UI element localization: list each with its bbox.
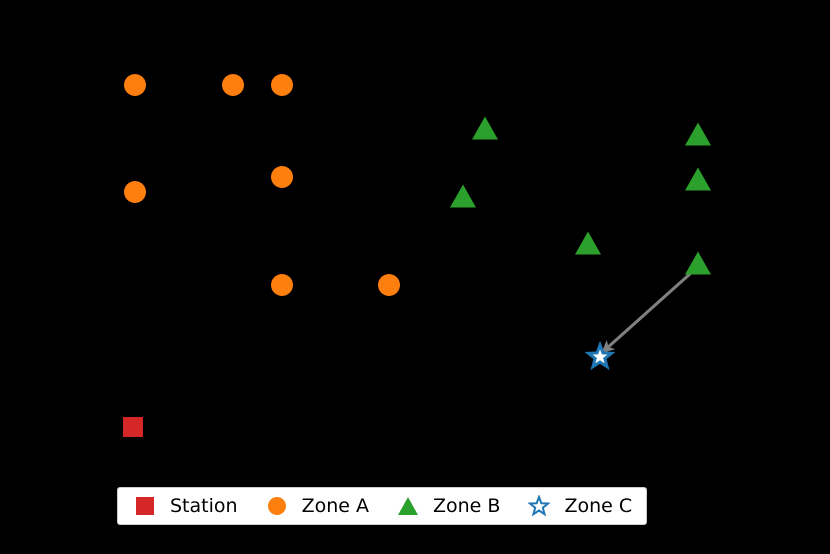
zone-b-marker <box>685 167 711 191</box>
legend-entry-zone-b[interactable]: Zone B <box>395 495 500 517</box>
star-marker-icon <box>526 495 552 517</box>
legend-box: Station Zone A Zone B Zone C <box>117 487 648 525</box>
zone-a-marker <box>271 74 293 96</box>
legend-label: Zone C <box>564 494 633 517</box>
zone-a-marker <box>378 274 400 296</box>
legend-entry-zone-a[interactable]: Zone A <box>264 495 369 517</box>
annotation-arrow <box>601 271 692 353</box>
square-marker-icon-swatch <box>136 497 154 515</box>
triangle-marker-icon <box>395 495 421 517</box>
zone-a-marker <box>271 166 293 188</box>
zone-b-marker <box>685 122 711 146</box>
zone-b-marker <box>450 184 476 208</box>
square-marker-icon <box>132 495 158 517</box>
zone-a-marker <box>124 181 146 203</box>
zone-a-marker <box>124 74 146 96</box>
series-station <box>123 417 143 437</box>
zone-b-marker <box>472 116 498 140</box>
marker-layer <box>123 74 711 437</box>
zone-a-marker <box>271 274 293 296</box>
legend-entry-zone-c[interactable]: Zone C <box>526 495 632 517</box>
series-zone-b <box>450 116 711 275</box>
annotation-layer <box>601 271 692 353</box>
legend-entry-station[interactable]: Station <box>132 495 238 517</box>
zone-b-marker <box>685 251 711 275</box>
circle-marker-icon <box>264 495 290 517</box>
circle-marker-icon-swatch <box>267 497 286 515</box>
series-zone-a <box>124 74 400 296</box>
series-zone-c <box>584 340 616 371</box>
zone-b-marker <box>575 231 601 255</box>
zone-c-marker <box>584 340 616 371</box>
legend-label: Zone A <box>301 494 369 517</box>
legend-label: Zone B <box>432 494 501 517</box>
triangle-marker-icon-swatch <box>397 497 418 515</box>
station-marker <box>123 417 143 437</box>
zone-a-marker <box>222 74 244 96</box>
legend-label: Station <box>170 494 238 517</box>
